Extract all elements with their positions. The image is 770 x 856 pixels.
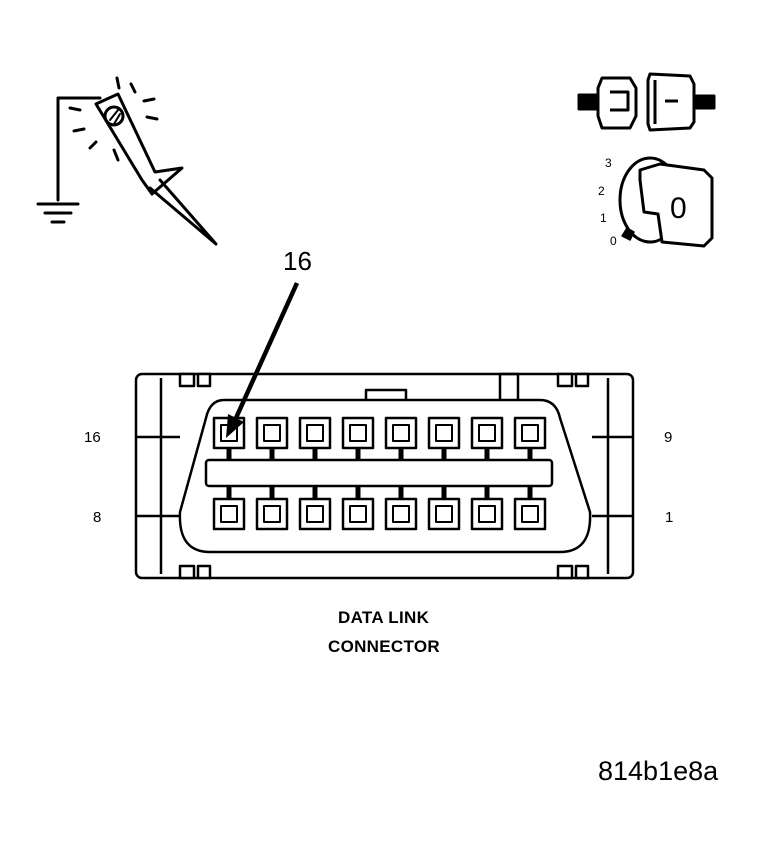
connector-pin-cavity <box>298 416 332 450</box>
caption-line-2: CONNECTOR <box>328 637 440 656</box>
pin-16-callout-arrow <box>226 282 300 438</box>
connector-pin-cavity <box>427 416 461 450</box>
connector-pin-cavity <box>255 497 289 531</box>
test-light-probe-icon <box>36 76 218 246</box>
connector-pin-cavity <box>513 497 547 531</box>
ignition-switch-off-icon <box>618 156 714 248</box>
connector-pin-contact <box>263 424 281 442</box>
pin-label-1: 1 <box>665 509 674 526</box>
callout-label: 16 <box>283 246 312 276</box>
connector-pin-cavity <box>470 497 504 531</box>
connector-pin-contact <box>521 424 539 442</box>
connector-pin-contact <box>220 505 238 523</box>
key-position-1: 1 <box>600 211 607 225</box>
connector-trapezoid-opening <box>178 398 592 554</box>
connector-center-rail <box>204 458 554 488</box>
disconnected-connector-icon <box>577 72 716 132</box>
connector-pin-contact <box>392 505 410 523</box>
connector-pin-contact <box>521 505 539 523</box>
pin-label-16: 16 <box>84 429 101 446</box>
connector-pin-cavity <box>255 416 289 450</box>
connector-pin-contact <box>306 424 324 442</box>
connector-pin-cavity <box>341 497 375 531</box>
connector-pin-contact <box>392 424 410 442</box>
connector-pin-contact <box>263 505 281 523</box>
figure-id: 814b1e8a <box>598 756 719 786</box>
connector-pin-cavity <box>298 497 332 531</box>
connector-pin-contact <box>478 424 496 442</box>
connector-pin-cavity <box>384 416 418 450</box>
connector-pin-contact <box>435 424 453 442</box>
caption-line-1: DATA LINK <box>338 608 430 627</box>
connector-pin-contact <box>349 505 367 523</box>
key-position-3: 3 <box>605 156 612 170</box>
connector-pin-contact <box>306 505 324 523</box>
connector-pin-contact <box>435 505 453 523</box>
connector-pin-contact <box>478 505 496 523</box>
pin-label-8: 8 <box>93 509 102 526</box>
connector-pin-cavity <box>341 416 375 450</box>
connector-pins <box>212 416 547 531</box>
data-link-connector <box>134 372 635 580</box>
key-digit: 0 <box>670 192 687 225</box>
connector-pin-contact <box>349 424 367 442</box>
connector-pin-cavity <box>513 416 547 450</box>
pin-label-9: 9 <box>664 429 673 446</box>
ground-symbol-icon <box>36 96 102 224</box>
connector-pin-cavity <box>427 497 461 531</box>
connector-pin-cavity <box>384 497 418 531</box>
key-position-0: 0 <box>610 234 617 248</box>
connector-pin-cavity <box>470 416 504 450</box>
key-position-2: 2 <box>598 184 605 198</box>
connector-pin-cavity <box>212 497 246 531</box>
